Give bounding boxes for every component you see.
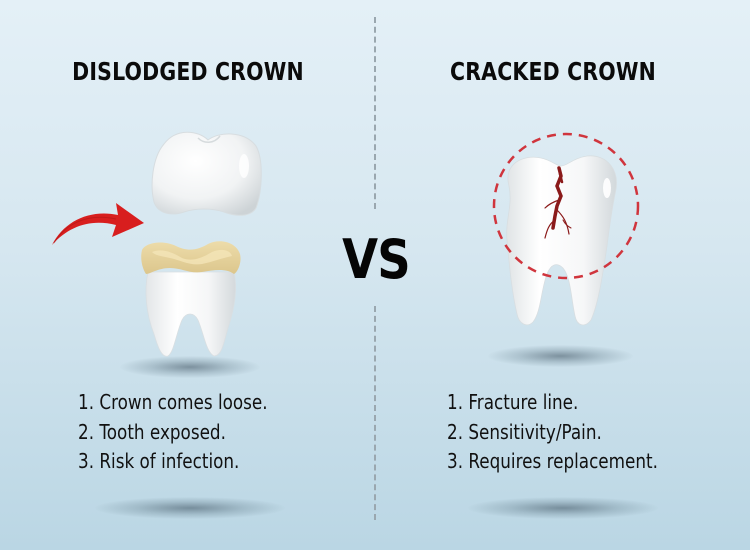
divider-bottom [374, 306, 376, 520]
cracked-crown-title: CRACKED CROWN [450, 57, 656, 86]
exposed-tooth-icon [141, 241, 241, 357]
list-item: 1. Crown comes loose. [78, 390, 268, 414]
crack-icon [544, 166, 572, 239]
cracked-tooth-icon [506, 155, 617, 326]
tooth-shadow-left [120, 356, 260, 378]
list-item: 1. Fracture line. [447, 390, 579, 414]
list-shadow-left [95, 497, 285, 519]
highlight-circle-icon [492, 132, 640, 280]
tooth-shadow-right [488, 345, 633, 367]
divider-top [374, 17, 376, 209]
dislodged-crown-symptoms: 1. Crown comes loose. 2. Tooth exposed. … [78, 388, 268, 477]
list-item: 3. Requires replacement. [447, 449, 658, 473]
cracked-crown-symptoms: 1. Fracture line. 2. Sensitivity/Pain. 3… [447, 388, 658, 477]
list-shadow-right [468, 497, 658, 519]
dislodged-crown-title: DISLODGED CROWN [72, 57, 304, 86]
list-item: 2. Tooth exposed. [78, 419, 226, 444]
list-item: 3. Risk of infection. [78, 449, 240, 473]
vs-label: VS [342, 228, 411, 291]
crown-cap-icon [151, 131, 262, 216]
curved-arrow-icon [52, 203, 144, 245]
list-item: 2. Sensitivity/Pain. [447, 419, 602, 444]
